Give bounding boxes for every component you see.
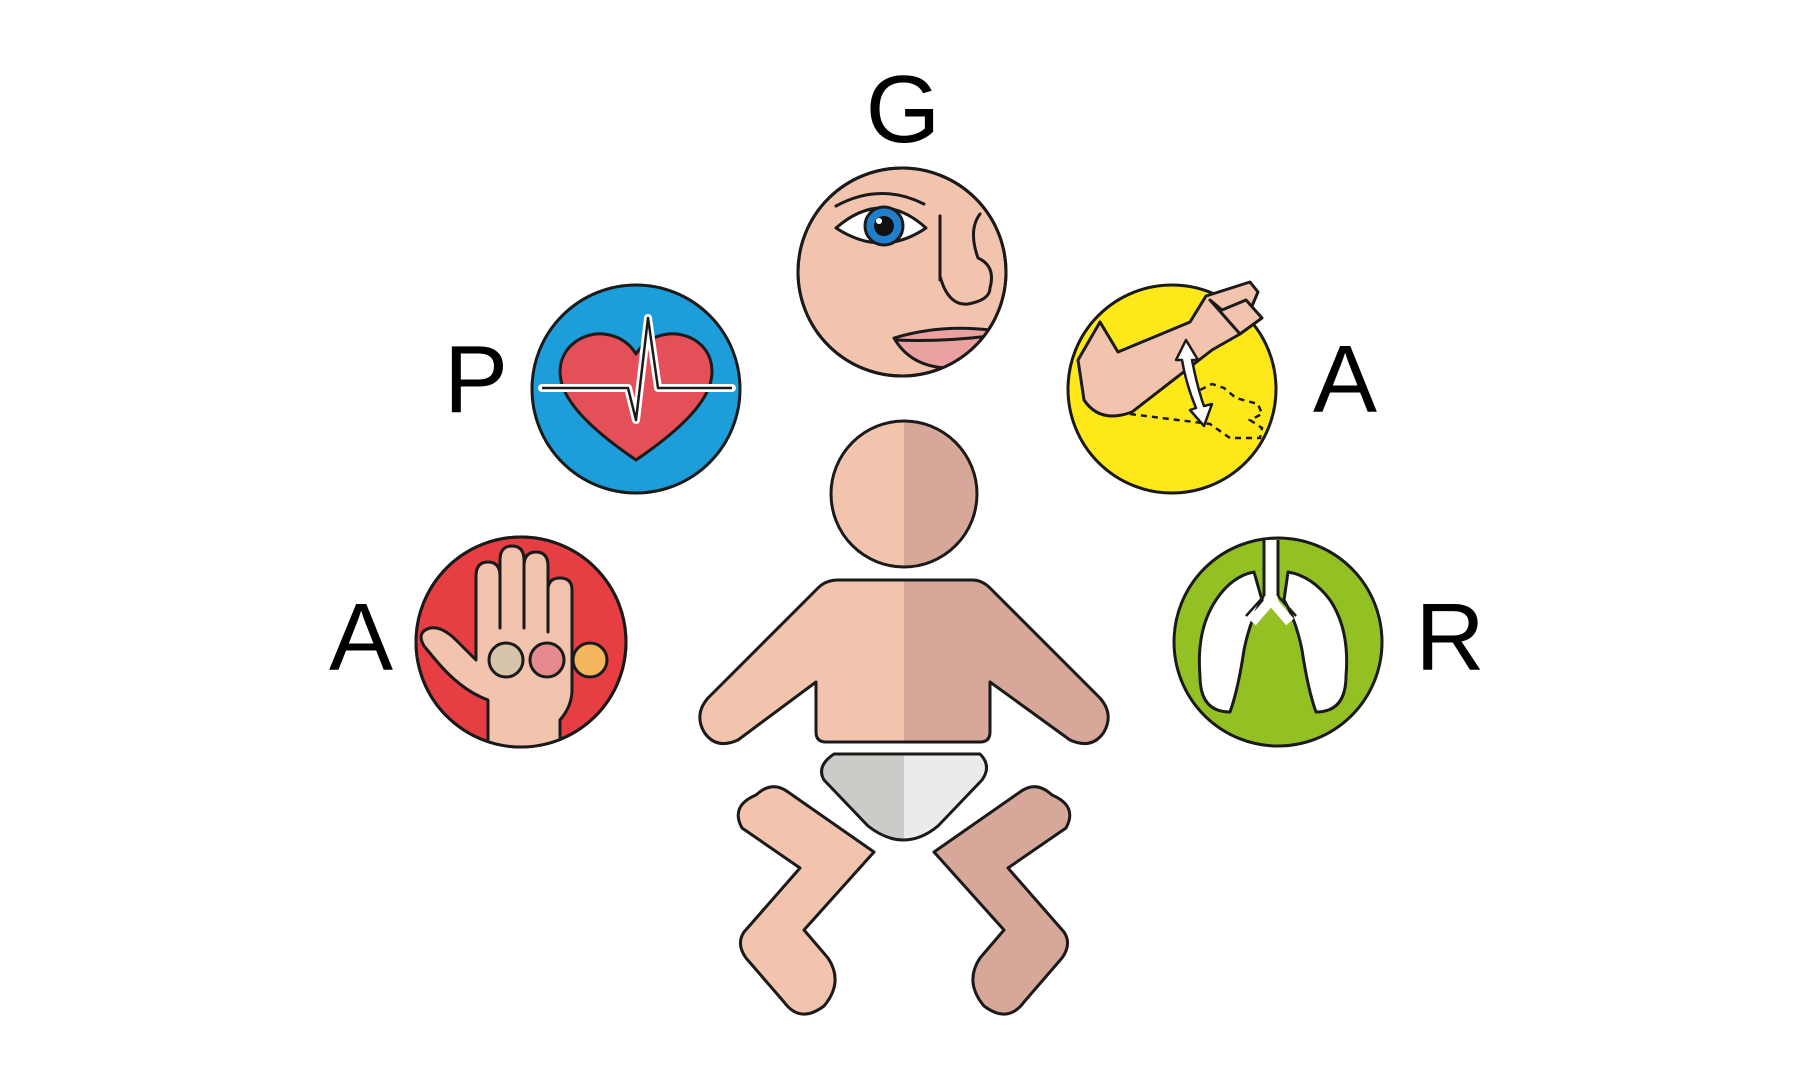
eye-glint: [876, 218, 882, 224]
heart-pulse-icon: [530, 283, 742, 495]
color-swatch-1: [487, 641, 525, 679]
letter-activity: A: [1313, 326, 1377, 433]
lungs-icon: [1172, 536, 1384, 748]
eyebrow: [834, 192, 926, 208]
upper-arm: [1076, 280, 1260, 418]
baby-figure-icon: [698, 419, 1110, 1016]
face-icon: [796, 166, 1008, 378]
arm-extended-dashed: [1129, 382, 1264, 440]
letter-respiration: R: [1415, 584, 1484, 691]
left-lung: [1197, 570, 1264, 714]
letter-appearance: A: [329, 584, 393, 691]
hand-color-icon: [414, 535, 628, 749]
baby-right-leg: [934, 786, 1070, 1015]
letter-grimace: G: [866, 56, 941, 163]
arm-flex-icon: [1066, 280, 1278, 495]
flex-arrow: [1174, 338, 1214, 428]
color-swatch-2: [528, 641, 566, 679]
diaper-left: [821, 754, 904, 840]
baby-head: [831, 421, 904, 567]
diaper-right: [904, 754, 987, 840]
trachea: [1264, 540, 1278, 604]
nose: [938, 212, 993, 306]
lip-line: [894, 334, 992, 342]
baby-left-leg: [738, 786, 874, 1015]
letter-pulse: P: [444, 326, 508, 433]
color-swatch-3: [571, 641, 609, 679]
hand-fingers: [1208, 298, 1264, 336]
baby-torso: [699, 580, 904, 744]
right-lung: [1282, 570, 1349, 714]
